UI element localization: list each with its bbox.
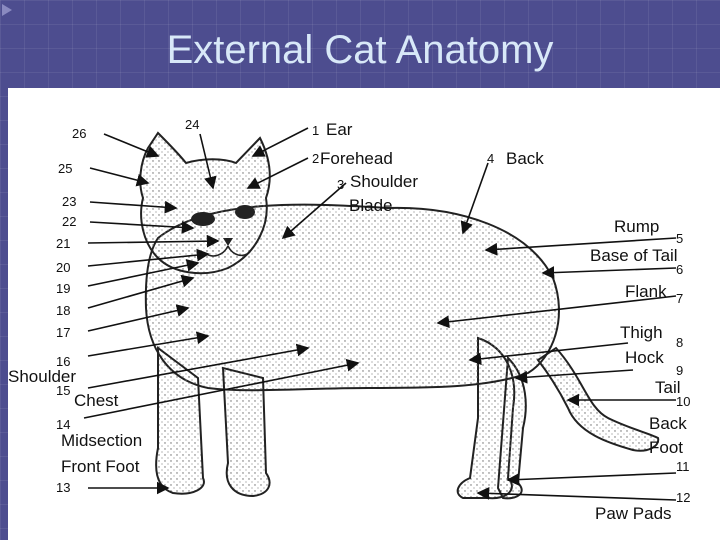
- part-number-9: 9: [676, 364, 683, 377]
- label-shoulder-blade-line1: Shoulder: [350, 173, 418, 190]
- label-front-foot: Front Foot: [61, 458, 139, 475]
- label-tail: Tail: [655, 379, 681, 396]
- part-number-7: 7: [676, 292, 683, 305]
- cat-diagram-panel: 1 2 3 4 5 6 7 8 9 10 11 12 13 14 15 16 1…: [8, 88, 720, 540]
- part-number-21: 21: [56, 237, 70, 250]
- slide-title: External Cat Anatomy: [0, 28, 720, 73]
- part-number-20: 20: [56, 261, 70, 274]
- part-number-1: 1: [312, 124, 319, 137]
- label-thigh: Thigh: [620, 324, 663, 341]
- part-number-3: 3: [337, 178, 344, 191]
- part-number-11: 11: [676, 460, 690, 473]
- label-chest: Chest: [74, 392, 118, 409]
- part-number-2: 2: [312, 152, 319, 165]
- part-number-17: 17: [56, 326, 70, 339]
- label-midsection: Midsection: [61, 432, 142, 449]
- part-number-22: 22: [62, 215, 76, 228]
- part-number-19: 19: [56, 282, 70, 295]
- label-hock: Hock: [625, 349, 664, 366]
- part-number-23: 23: [62, 195, 76, 208]
- part-number-25: 25: [58, 162, 72, 175]
- part-number-5: 5: [676, 232, 683, 245]
- cat-right-eye: [235, 205, 255, 219]
- label-shoulder-blade-line2: Blade: [349, 197, 392, 214]
- label-shoulder: Shoulder: [8, 368, 76, 385]
- label-back-foot-line1: Back: [649, 415, 687, 432]
- part-number-18: 18: [56, 304, 70, 317]
- part-number-12: 12: [676, 491, 690, 504]
- label-back: Back: [506, 150, 544, 167]
- part-number-13: 13: [56, 481, 70, 494]
- label-paw-pads: Paw Pads: [595, 505, 672, 522]
- cat-front-leg-right: [223, 368, 270, 496]
- label-base-of-tail: Base of Tail: [590, 247, 678, 264]
- part-number-14: 14: [56, 418, 70, 431]
- part-number-26: 26: [72, 127, 86, 140]
- part-number-8: 8: [676, 336, 683, 349]
- label-forehead: Forehead: [320, 150, 393, 167]
- part-number-4: 4: [487, 152, 494, 165]
- cat-left-eye: [191, 212, 215, 226]
- part-number-24: 24: [185, 118, 199, 131]
- label-ear: Ear: [326, 121, 352, 138]
- slide-bullet-icon: [0, 0, 20, 20]
- label-flank: Flank: [625, 283, 667, 300]
- label-back-foot-line2: Foot: [649, 439, 683, 456]
- label-rump: Rump: [614, 218, 659, 235]
